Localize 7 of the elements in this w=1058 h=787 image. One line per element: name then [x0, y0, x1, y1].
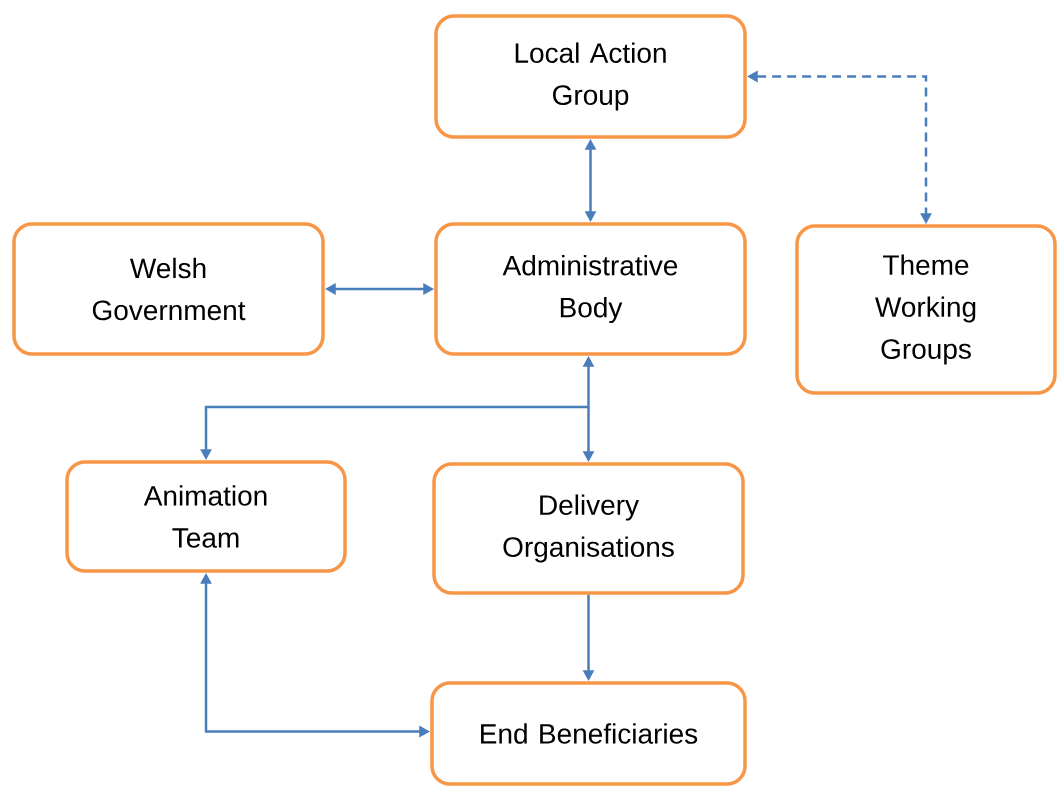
process-box: Theme Working Groups	[795, 224, 1057, 395]
process-box: Administrative Body	[434, 222, 747, 356]
process-box: Animation Team	[65, 460, 347, 573]
process-box: Local Action Group	[434, 14, 747, 139]
process-box: Welsh Government	[12, 222, 325, 356]
process-box: Delivery Organisations	[432, 462, 745, 595]
process-box: End Beneficiaries	[430, 681, 747, 786]
